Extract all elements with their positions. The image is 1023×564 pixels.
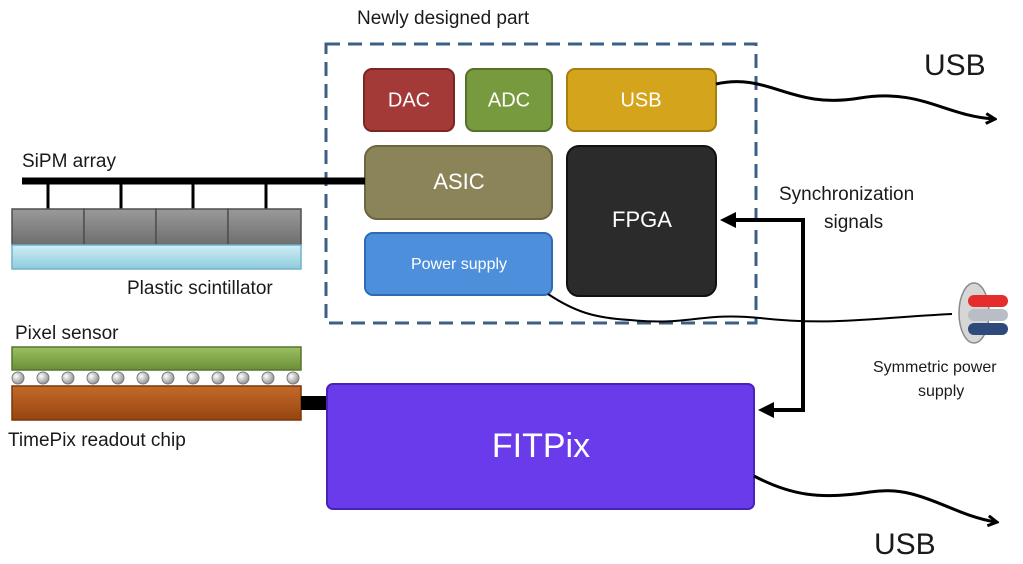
sipm-array-label: SiPM array	[22, 151, 116, 172]
bump-bond	[261, 371, 275, 385]
symmetric-power-supply-label-line1: Symmetric power	[873, 359, 997, 376]
bump-bond	[61, 371, 75, 385]
fpga-label: FPGA	[612, 207, 672, 232]
fitpix-block: FITPix	[326, 383, 755, 510]
bump-bond	[36, 371, 50, 385]
power-cable	[547, 293, 953, 323]
usb-block: USB	[566, 68, 717, 132]
symmetric-power-supply-label-line2: supply	[918, 383, 964, 400]
sipm-array	[11, 208, 302, 246]
pixel-sensor	[11, 346, 302, 371]
bump-bond	[161, 371, 175, 385]
bump-bond	[211, 371, 225, 385]
bump-bond	[236, 371, 250, 385]
asic-label: ASIC	[433, 169, 484, 194]
plastic-scintillator-label: Plastic scintillator	[127, 278, 273, 299]
adc-block: ADC	[465, 68, 553, 132]
asic-block: ASIC	[364, 145, 553, 220]
usb-bottom-label: USB	[874, 528, 936, 561]
newly-designed-part-label: Newly designed part	[357, 8, 530, 29]
usb-cable-bottom	[753, 474, 996, 522]
synchronization-label-line1: Synchronization	[779, 184, 914, 205]
adc-label: ADC	[488, 89, 530, 111]
bump-bond	[11, 371, 25, 385]
timepix-readout-chip	[11, 385, 302, 421]
power-supply-label: Power supply	[411, 256, 507, 273]
bump-bond	[136, 371, 150, 385]
pixel-sensor-label: Pixel sensor	[15, 323, 119, 344]
dac-block: DAC	[363, 68, 455, 132]
bump-bond	[86, 371, 100, 385]
synchronization-link	[720, 212, 805, 418]
sipm-wiring	[22, 177, 365, 209]
usb-block-label: USB	[620, 89, 661, 111]
synchronization-label-line2: signals	[824, 212, 883, 233]
dac-label: DAC	[388, 89, 430, 111]
fpga-block: FPGA	[566, 145, 717, 297]
bump-bond	[111, 371, 125, 385]
bump-bonds	[11, 371, 300, 385]
plastic-scintillator	[11, 244, 302, 270]
symmetric-power-supply-icon	[958, 282, 1008, 344]
timepix-readout-chip-label: TimePix readout chip	[8, 430, 186, 451]
usb-top-label: USB	[924, 49, 986, 82]
timepix-fitpix-connector	[301, 396, 328, 410]
bump-bond	[186, 371, 200, 385]
fitpix-label: FITPix	[492, 427, 590, 465]
usb-cable-top	[715, 80, 994, 119]
power-supply-block: Power supply	[364, 232, 553, 296]
bump-bond	[286, 371, 300, 385]
